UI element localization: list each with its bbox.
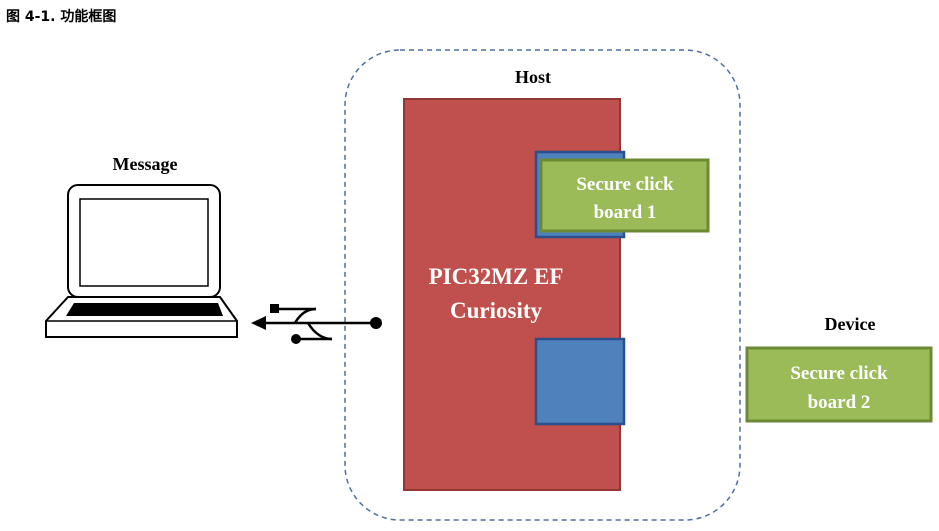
- usb-icon: [251, 304, 382, 344]
- host-label: Host: [515, 67, 551, 87]
- click-board-2-line1: Secure click: [790, 363, 888, 384]
- figure-title: 图 4-1. 功能框图: [6, 9, 117, 25]
- host-boundary: [344, 49, 741, 521]
- click-slot-2: [534, 337, 626, 426]
- device-label: Device: [825, 314, 876, 334]
- message-label: Message: [113, 154, 178, 174]
- laptop-icon: [45, 184, 238, 338]
- board-label-line2: Curiosity: [450, 298, 543, 323]
- secure-click-board-2: [745, 346, 933, 423]
- click-board-2-line2: board 2: [808, 392, 871, 413]
- click-board-1-line1: Secure click: [576, 174, 674, 195]
- board-label-line1: PIC32MZ EF: [429, 264, 564, 289]
- secure-click-board-1: [539, 158, 710, 233]
- click-board-1-line2: board 1: [594, 202, 657, 223]
